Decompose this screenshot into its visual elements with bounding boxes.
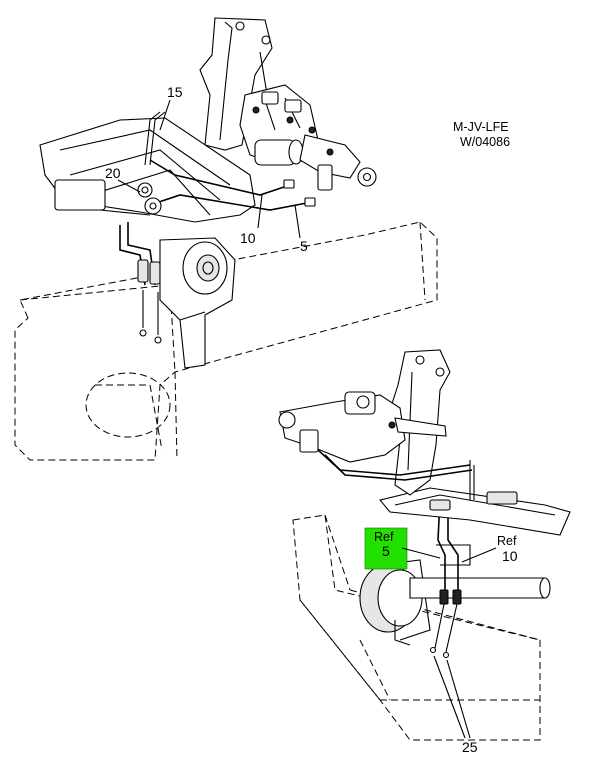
callout-25[interactable]: 25 [462,739,478,755]
callout-5[interactable]: 5 [300,238,308,254]
upper-frame-rail [14,221,438,461]
lower-frame-rail [292,514,541,741]
master-cylinder-upper [239,84,377,191]
engine-mount-lower [359,559,431,646]
line-fittings-upper [119,182,162,344]
clutch-lines-lower [429,499,471,659]
ref-5-word: Ref [374,530,394,544]
cab-floor-upper [39,117,256,223]
leaders-lower [401,547,497,739]
ref-5-number[interactable]: 5 [382,543,390,559]
callout-10[interactable]: 10 [240,230,256,246]
clutch-lines-upper [144,111,316,211]
ref-5-highlight[interactable] [364,527,408,570]
ref-10-number[interactable]: 10 [502,548,518,564]
cab-floor-lower [379,487,571,536]
drawing-code-line1: M-JV-LFE [453,120,509,134]
engine-mount-upper [159,237,236,369]
shaft-lower [409,577,551,599]
callout-20[interactable]: 20 [105,165,121,181]
master-cylinder-lower [278,391,475,500]
leaders-upper [117,99,301,239]
ref-10-word: Ref [497,534,517,548]
callout-15[interactable]: 15 [167,84,183,100]
drawing-code-line2: W/04086 [460,135,510,149]
